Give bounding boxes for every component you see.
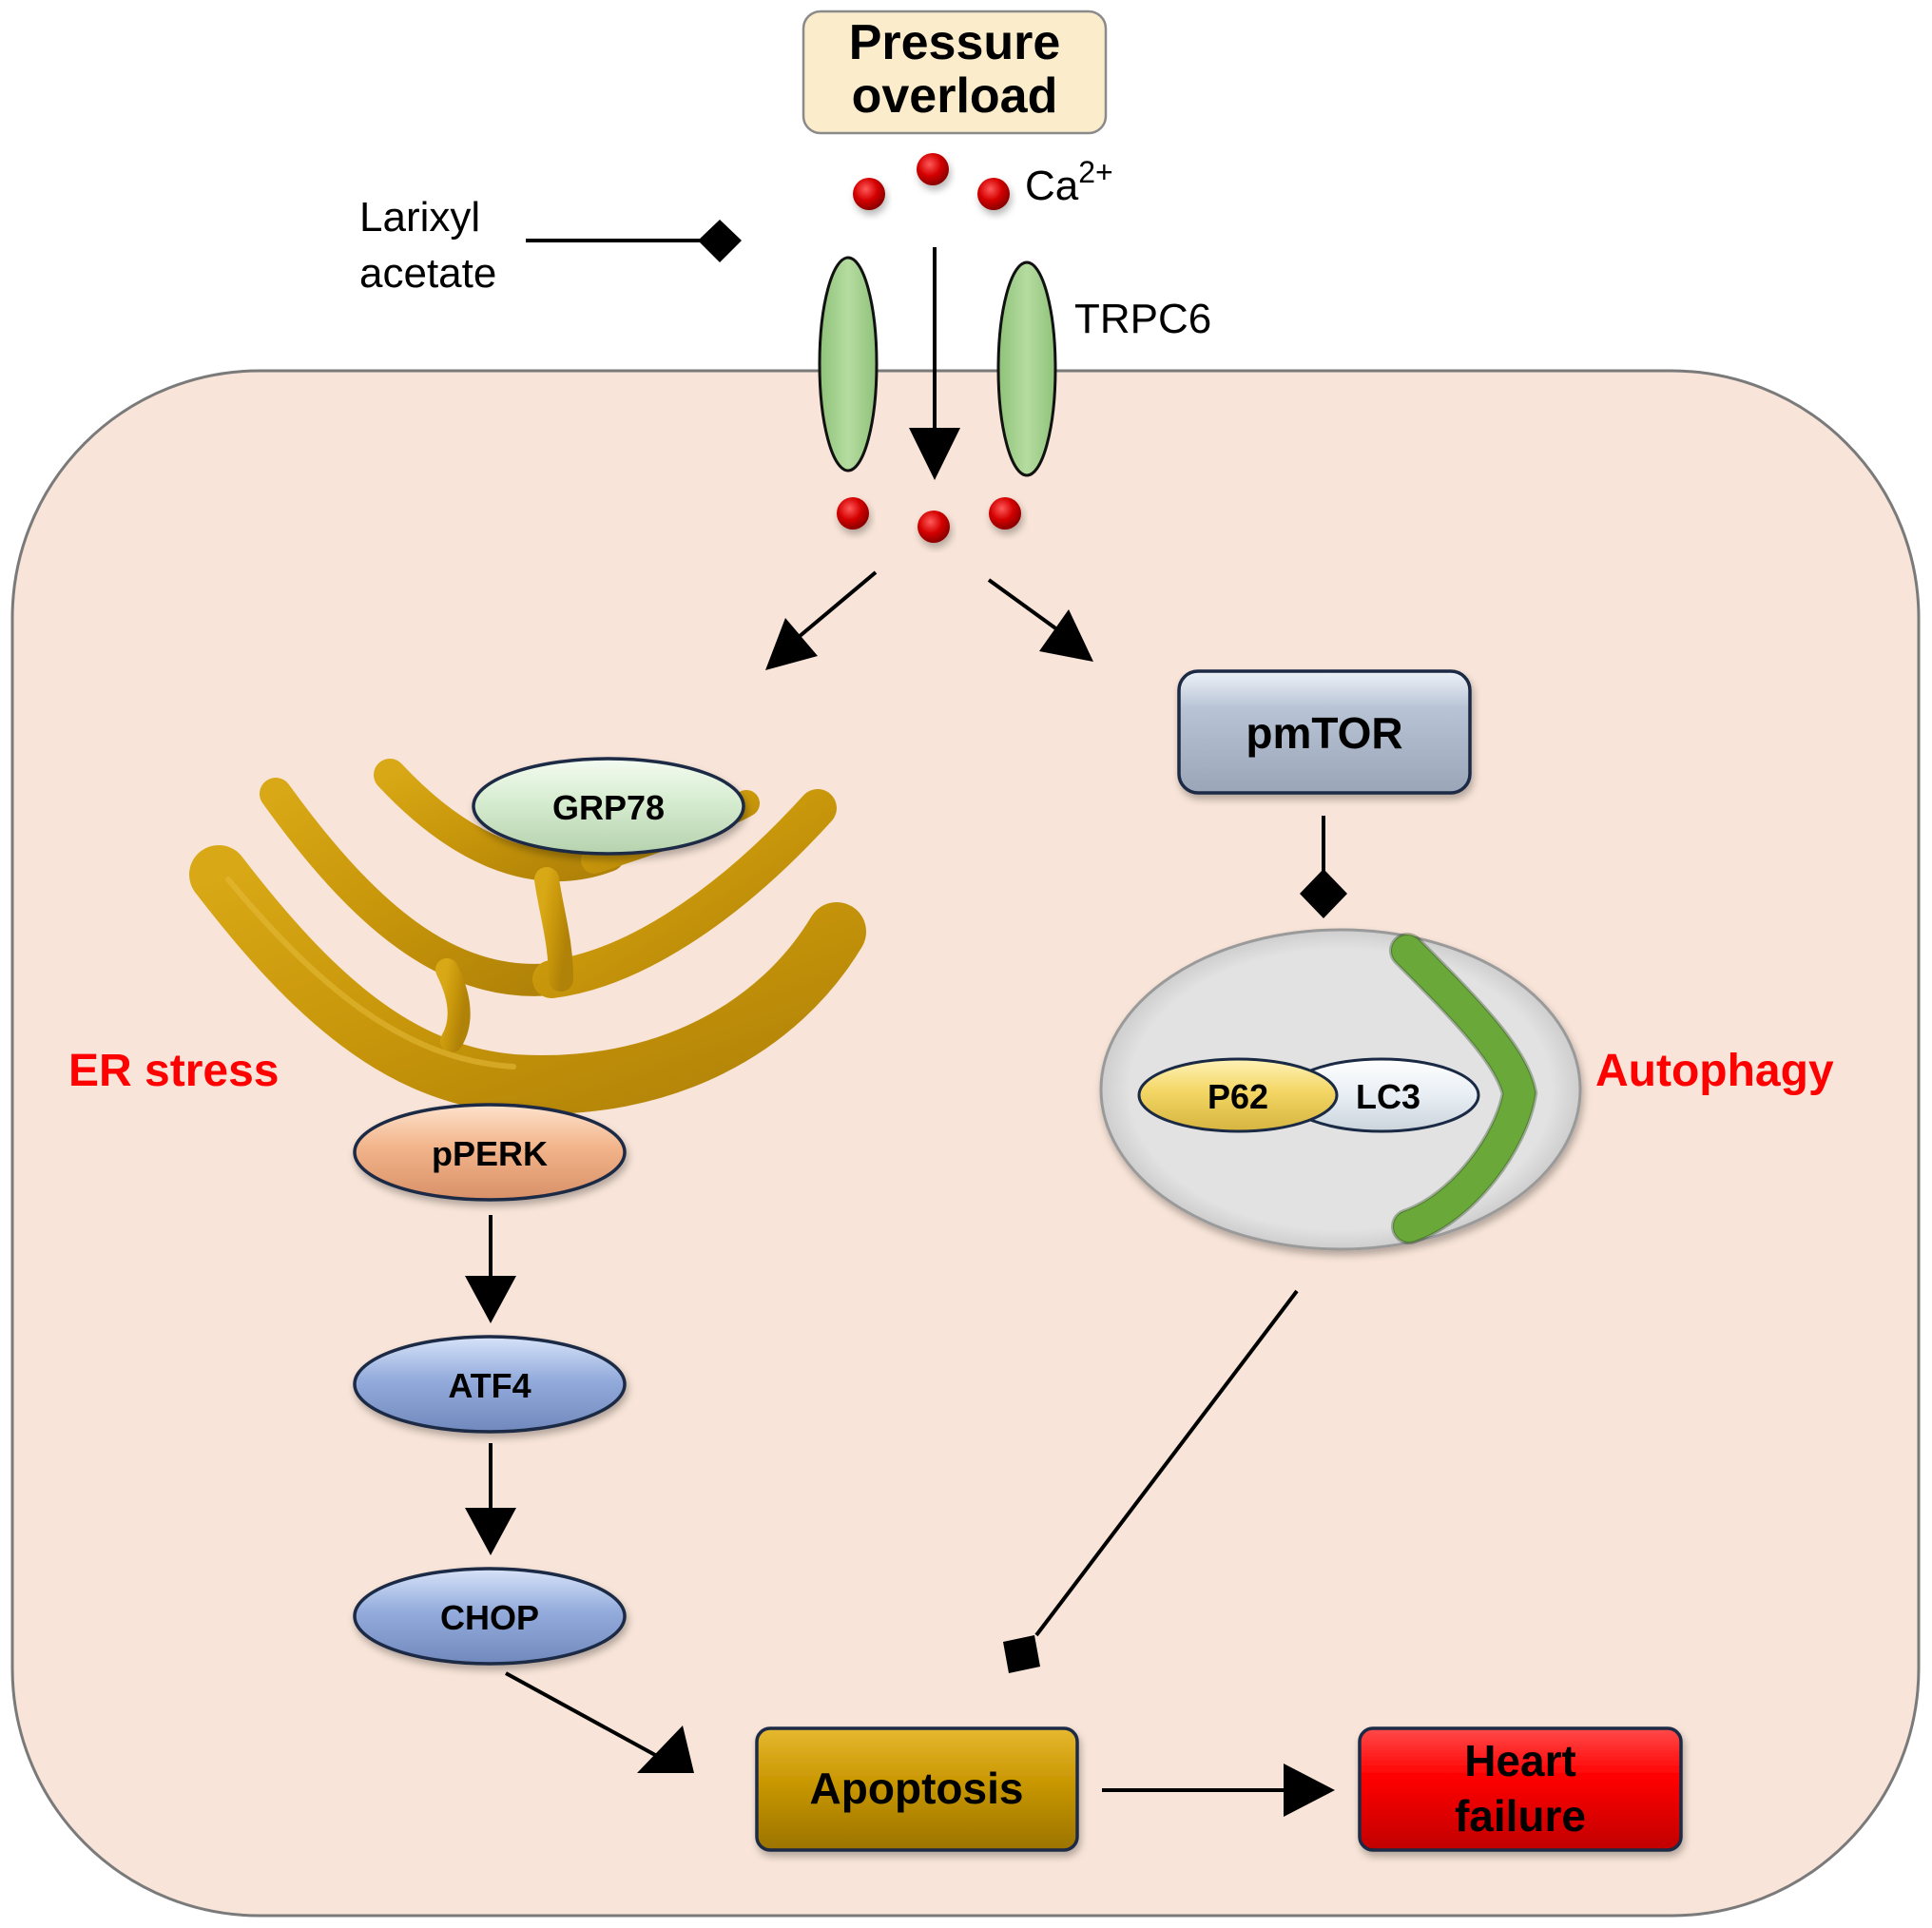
calcium-ion-icon — [853, 178, 885, 210]
calcium-ion-icon — [977, 178, 1010, 210]
arrow-head-icon — [765, 618, 818, 670]
inhibition-diamond-icon — [1300, 869, 1347, 918]
phagophore-fill — [1392, 935, 1536, 1242]
edge-chop-to-apoptosis — [505, 1671, 667, 1763]
pmtor-label: pmTOR — [1246, 708, 1402, 758]
p62-node — [1137, 1057, 1339, 1133]
chop-node — [353, 1567, 627, 1666]
inhibition-diamond-icon — [698, 220, 742, 262]
intracellular-calcium-ions — [837, 497, 1021, 543]
arrow-head-icon — [1284, 1764, 1335, 1817]
pressure-overload-line1: Pressure — [849, 15, 1061, 70]
calcium-ion-icon — [837, 497, 869, 530]
calcium-ion-icon — [917, 153, 949, 185]
calcium-ion-icon — [989, 497, 1021, 530]
arrow-head-icon — [465, 1508, 516, 1555]
heart-failure-line1: Heart — [1464, 1736, 1576, 1785]
heart-failure-line2: failure — [1455, 1791, 1586, 1841]
larixyl-acetate-line2: acetate — [359, 250, 496, 297]
arrow-head-icon — [465, 1276, 516, 1323]
trpc6-label: TRPC6 — [1074, 296, 1211, 342]
atf4-label: ATF4 — [448, 1366, 531, 1405]
heart-failure-node — [1358, 1726, 1683, 1852]
inhibition-square-icon — [1003, 1635, 1040, 1673]
extracellular-calcium-ions — [853, 153, 1010, 210]
edge-calcium-to-er — [797, 570, 878, 639]
arrow-head-icon — [1039, 609, 1093, 662]
cell-membrane — [10, 369, 1921, 1918]
er-stress-label: ER stress — [68, 1046, 279, 1096]
trpc6-channel-left — [818, 256, 879, 472]
atf4-node — [353, 1335, 627, 1434]
larixyl-acetate-line1: Larixyl — [359, 194, 480, 241]
pressure-overload-line2: overload — [852, 68, 1058, 124]
p62-label: P62 — [1208, 1077, 1268, 1116]
pperk-node — [353, 1103, 627, 1202]
lc3-label: LC3 — [1356, 1077, 1420, 1116]
pperk-label: pPERK — [432, 1134, 548, 1173]
grp78-label: GRP78 — [552, 788, 665, 827]
apoptosis-label: Apoptosis — [810, 1764, 1024, 1813]
pmtor-node — [1177, 669, 1472, 795]
arrow-head-icon — [637, 1726, 694, 1773]
grp78-node — [472, 757, 745, 856]
calcium-ion-icon — [918, 511, 950, 543]
inhibition-edge-autophagy-apoptosis — [1034, 1289, 1299, 1637]
pressure-overload-box: Pressure overload — [802, 10, 1108, 135]
edge-calcium-to-pmtor — [987, 578, 1067, 637]
trpc6-channel-right — [996, 260, 1057, 477]
arrow-head-icon — [909, 428, 960, 480]
autophagy-label: Autophagy — [1595, 1046, 1834, 1096]
calcium-label: Ca2+ — [1025, 155, 1113, 209]
apoptosis-node — [755, 1726, 1079, 1852]
chop-label: CHOP — [440, 1598, 539, 1637]
